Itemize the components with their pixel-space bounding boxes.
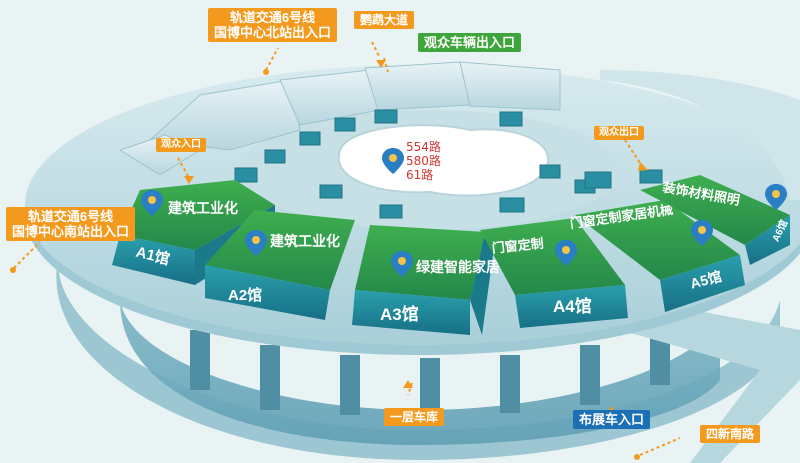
visitor-exit-label: 观众出口 (594, 126, 644, 140)
hall-a2-category: 建筑工业化 (270, 233, 340, 249)
exhibitor-vehicle-entrance-label: 布展车入口 (573, 410, 651, 429)
metro-south-station: 国博中心南站出入口 (12, 224, 130, 239)
hall-a1-category: 建筑工业化 (168, 200, 238, 216)
pin-icon (555, 240, 577, 266)
visitor-entrance-label: 观众入口 (156, 138, 206, 152)
bus-route-554: 554路 (406, 140, 441, 154)
hall-a3-name: A3馆 (380, 304, 419, 324)
bus-route-580: 580路 (406, 154, 441, 168)
bus-route-61: 61路 (406, 168, 434, 182)
halls-layer: A1馆 建筑工业化 A2馆 建筑工业化 A3馆 绿建智能家居 A4馆 门窗定制 (112, 175, 790, 335)
pointer-arrows (10, 41, 681, 460)
pin-icon (391, 251, 413, 277)
visitor-vehicle-entrance-label: 观众车辆出入口 (418, 33, 522, 52)
hall-a5-name: A5馆 (688, 268, 723, 292)
hall-a4[interactable]: A4馆 门窗定制 (480, 218, 628, 328)
bus-routes: 554路 580路 61路 (406, 140, 441, 182)
hall-a2-name: A2馆 (228, 286, 262, 304)
ground-parking-label: 一层车库 (384, 408, 445, 426)
central-plaza (337, 124, 550, 197)
sixin-south-road-label: 四新南路 (700, 425, 761, 443)
hall-a4-name: A4馆 (553, 296, 592, 316)
pin-icon (141, 190, 163, 216)
lower-level (56, 250, 800, 463)
hall-a4-category: 门窗定制 (491, 236, 544, 256)
pin-icon (765, 184, 787, 210)
metro-south-exit-label: 轨道交通6号线 国博中心南站出入口 (6, 207, 136, 241)
location-pins (141, 148, 787, 277)
yingzun-avenue-label: 鹦鹉大道 (354, 11, 415, 29)
hall-a3[interactable]: A3馆 绿建智能家居 (352, 225, 500, 335)
metro-north-line: 轨道交通6号线 (229, 10, 316, 25)
hall-a3-category: 绿建智能家居 (416, 259, 500, 275)
hall-a2[interactable]: A2馆 建筑工业化 (205, 210, 355, 320)
pin-icon (691, 220, 713, 246)
north-buildings (118, 61, 663, 219)
metro-north-exit-label: 轨道交通6号线 国博中心北站出入口 (208, 8, 338, 42)
bus-stop-pin-icon (382, 148, 404, 174)
metro-south-line: 轨道交通6号线 (27, 209, 114, 224)
hall-a6[interactable]: A6馆 装饰材料照明 (640, 175, 790, 265)
pin-icon (245, 230, 267, 256)
metro-north-station: 国博中心北站出入口 (214, 25, 332, 40)
